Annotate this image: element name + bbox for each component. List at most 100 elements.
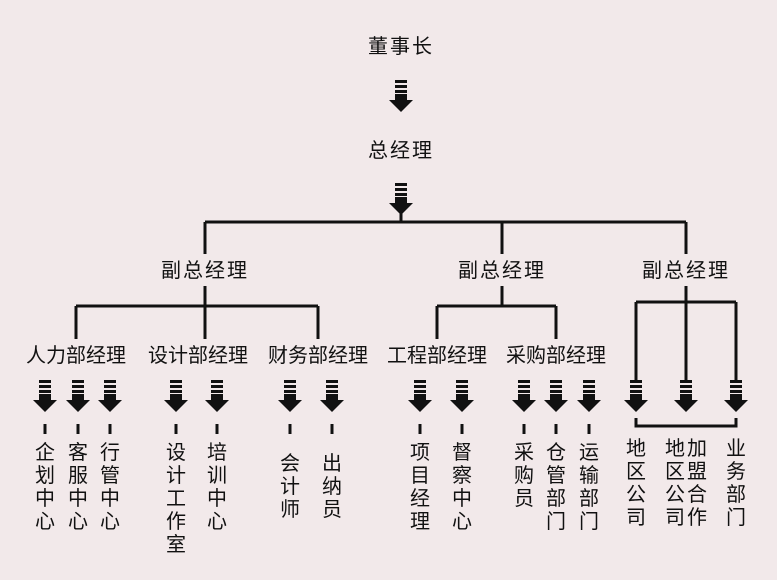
unit-label-char: 划 [35,463,55,487]
arrow-bar [730,385,742,388]
unit-label-char: 员 [322,497,342,521]
department-manager-label: 设计部经理 [148,343,248,367]
arrow-head [624,394,648,412]
unit-label-char: 部 [726,482,746,506]
arrow-head [278,394,302,412]
unit-label-char: 合 [687,482,707,506]
arrow-icon [320,380,344,412]
arrow-head [577,394,601,412]
arrow-bar [456,385,468,388]
unit-label-char: 管 [100,463,120,487]
arrow-bar [284,380,296,383]
unit-label-char: 输 [579,463,599,487]
arrow-bar [104,380,116,383]
unit-label-char: 项 [410,440,430,464]
arrow-bar [326,390,338,393]
arrow-bar [211,385,223,388]
arrow-bar [518,380,530,383]
unit-label-char: 公 [665,482,685,506]
unit-label-char: 出 [322,451,342,475]
arrow-head [98,394,122,412]
arrow-bar [550,380,562,383]
arrow-icon [624,380,648,412]
arrow-bar [284,390,296,393]
unit-label: 采购员 [514,440,534,510]
unit-label-char: 部 [579,486,599,510]
arrow-bar [395,80,407,83]
arrow-icon [674,380,698,412]
unit-label-char: 公 [626,482,646,506]
arrow-head [320,394,344,412]
arrow-bar [583,380,595,383]
arrow-bar [326,385,338,388]
unit-label-char: 地 [665,436,685,460]
unit-label-char: 中 [68,486,88,510]
arrow-icon [278,380,302,412]
arrow-bar [170,385,182,388]
unit-label-char: 会 [280,451,300,475]
unit-label-char: 区 [626,459,646,483]
unit-label: 会计师 [280,451,300,521]
arrow-icon [544,380,568,412]
department-manager-label: 工程部经理 [387,343,487,367]
arrow-bar [518,390,530,393]
arrow-bar [284,385,296,388]
arrow-bar [72,385,84,388]
arrow-bar [211,390,223,393]
unit-label-char: 中 [207,486,227,510]
chairman-label: 董事长 [368,34,434,58]
arrow-bar [170,380,182,383]
unit-label-char: 心 [207,509,227,533]
deputy1-connector [74,286,320,339]
arrow-bar [550,385,562,388]
arrow-head [512,394,536,412]
arrow-bar [630,380,642,383]
general-manager-label: 总经理 [368,138,434,162]
unit-label-char: 培 [207,440,227,464]
unit-label-char: 中 [35,486,55,510]
unit-label-char: 客 [68,440,88,464]
unit-label-char: 员 [514,486,534,510]
arrow-bar [630,390,642,393]
arrow-bar [583,385,595,388]
arrow-bar [72,380,84,383]
arrow-bar [39,385,51,388]
unit-label-char: 加 [687,436,707,460]
arrow-bar [550,390,562,393]
unit-label-char: 部 [546,486,566,510]
arrow-bar [395,183,407,186]
unit-label-char: 门 [726,505,746,529]
unit-label-char: 行 [100,440,120,464]
unit-ticks [43,424,591,434]
arrow-bar [730,380,742,383]
arrow-icon [164,380,188,412]
unit-label-char: 室 [166,532,186,556]
unit-label-char: 理 [410,509,430,533]
unit-label-char: 司 [665,505,685,529]
unit-label-char: 中 [100,486,120,510]
arrow-bar [72,390,84,393]
unit-label-char: 运 [579,440,599,464]
arrow-bar [456,380,468,383]
arrow-bar [326,380,338,383]
arrow-icon [577,380,601,412]
arrow-head [66,394,90,412]
unit-label-char: 区 [665,459,685,483]
unit-label-char: 目 [410,463,430,487]
deputy2-connector [435,286,558,339]
unit-label-char: 训 [207,463,227,487]
unit-label-char: 服 [68,463,88,487]
deputy-manager-label: 副总经理 [458,258,546,282]
arrow-icon [98,380,122,412]
unit-label-char: 门 [546,509,566,533]
arrow-head [389,197,413,215]
unit-label-char: 心 [35,509,55,533]
unit-label-char: 心 [68,509,88,533]
